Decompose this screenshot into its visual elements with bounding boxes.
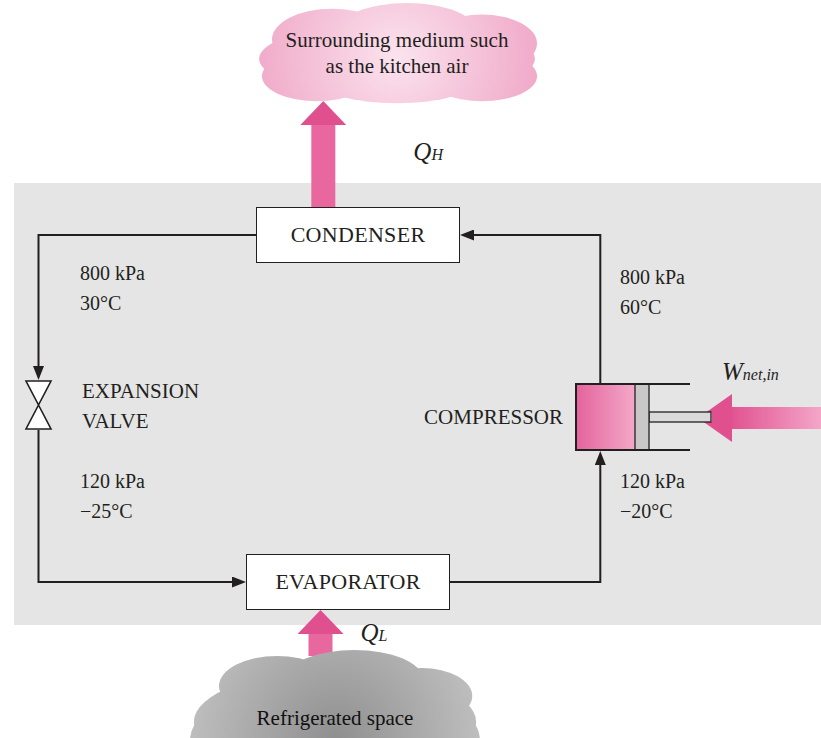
piston-rod <box>649 412 711 422</box>
comp-outline <box>575 383 690 451</box>
refrigerant-line <box>39 430 233 582</box>
refrigerant-line <box>474 235 600 383</box>
valve-bowtie <box>26 381 51 429</box>
state-temperature: 60°C <box>620 296 661 319</box>
state-temperature: 30°C <box>80 292 121 315</box>
state-pressure: 800 kPa <box>80 262 145 285</box>
refrigerated-cloud: Refrigerated space <box>190 650 480 738</box>
process-box: EVAPORATOR <box>246 554 450 610</box>
state-temperature: −20°C <box>620 500 673 523</box>
node-text: Refrigerated space <box>257 706 414 731</box>
work-arrow-shaft <box>728 407 821 429</box>
work-label: Wnet,in <box>722 358 779 386</box>
piston <box>635 384 649 450</box>
state-pressure: 120 kPa <box>620 470 685 493</box>
system-panel <box>14 183 821 625</box>
heat-label: QH <box>413 138 443 166</box>
node-text: COMPRESSOR <box>424 405 563 430</box>
process-box: CONDENSER <box>256 207 460 263</box>
valve-symbol: EXPANSION VALVE <box>25 380 52 430</box>
valve-outline <box>25 380 52 430</box>
node-text: EVAPORATOR <box>275 569 420 595</box>
compressor-symbol: COMPRESSOR <box>575 383 690 451</box>
state-pressure: 120 kPa <box>80 470 145 493</box>
state-pressure: 800 kPa <box>620 266 685 289</box>
node-text: CONDENSER <box>291 222 426 248</box>
refrigerant-line <box>450 465 600 582</box>
cylinder-wall <box>576 384 690 450</box>
heat-flow-arrow <box>311 125 335 207</box>
state-temperature: −25°C <box>80 500 133 523</box>
refrigerant-line <box>39 235 257 366</box>
node-text: EXPANSION VALVE <box>82 376 232 436</box>
cylinder-gas <box>576 384 635 450</box>
surroundings-cloud: Surrounding medium such as the kitchen a… <box>247 1 547 107</box>
node-text: Surrounding medium such as the kitchen a… <box>277 28 517 79</box>
heat-label: QL <box>361 619 388 647</box>
